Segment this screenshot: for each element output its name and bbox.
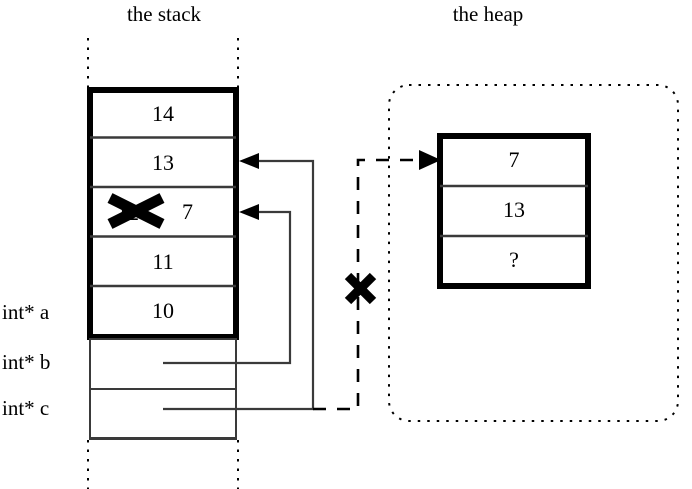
stack-cell-value-2-annotation: 7 (182, 199, 193, 224)
stack-var-label-c: int* c (2, 396, 50, 420)
heap-cell-value-2: ? (509, 247, 519, 272)
pointer-b-arrowhead (239, 204, 259, 220)
stack-cell-value-4: 10 (152, 298, 174, 323)
stack-title: the stack (126, 2, 202, 26)
stack-cell-dividers (90, 136, 236, 288)
pointer-c-arrow (163, 159, 315, 411)
pointer-c-arrowhead (239, 153, 259, 169)
heap-cell-value-0: 7 (508, 147, 520, 172)
stack-pointer-cells-tail (89, 389, 237, 439)
broken-pointer-x-mark (344, 272, 377, 305)
stack-cell-value-1: 13 (152, 150, 174, 175)
pointer-b-arrow (163, 210, 292, 365)
stack-frame (87, 87, 239, 340)
heap-cell-dividers (440, 184, 588, 238)
stack-cell-value-2-struck: 12 (117, 200, 139, 225)
stack-cell-value-3: 11 (152, 249, 174, 274)
heap-block-frame (437, 133, 591, 289)
broken-heap-pointer-arrowhead (419, 150, 441, 170)
heap-cell-value-1: 13 (503, 197, 525, 222)
stack-cell-value-0: 14 (152, 101, 174, 126)
stack-var-label-a: int* a (2, 300, 50, 324)
struck-value-x-mark (107, 193, 165, 229)
stack-var-label-b: int* b (2, 350, 51, 374)
stack-pointer-cells (89, 338, 237, 440)
heap-title: the heap (452, 2, 524, 26)
heap-region-outline (388, 84, 679, 422)
